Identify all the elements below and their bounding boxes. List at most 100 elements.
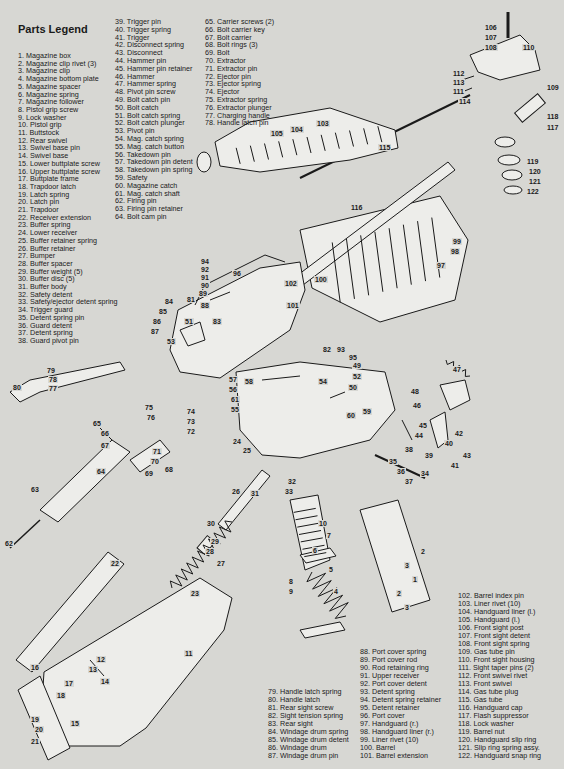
front-sight <box>462 12 540 92</box>
part-list-entry: 120. Handguard slip ring <box>458 736 536 743</box>
callout-number: 82 <box>322 346 332 353</box>
callout-number: 35 <box>388 458 398 465</box>
handguard-rib <box>265 144 269 160</box>
part-list-entry: 92. Port cover detent <box>360 680 427 687</box>
part-list-entry: 94. Detent spring retainer <box>360 696 441 703</box>
grip-rib <box>296 516 318 520</box>
callout-number: 50 <box>348 384 358 391</box>
callout-number: 36 <box>396 468 406 475</box>
callout-number: 28 <box>205 548 215 555</box>
part-list-entry: 91. Upper receiver <box>360 672 419 679</box>
callout-number: 102 <box>284 280 298 287</box>
part-list-entry: 115. Gas tube <box>458 696 503 703</box>
part-list-entry: 17. Buttplate frame <box>18 175 79 182</box>
part-list-entry: 110. Front sight housing <box>458 656 535 663</box>
callout-number: 11 <box>184 650 193 657</box>
callout-number: 69 <box>144 470 154 477</box>
callout-number: 119 <box>526 158 539 165</box>
part-list-entry: 95. Detent retainer <box>360 704 420 711</box>
grip-rib <box>301 538 323 542</box>
part-list-entry: 21. Trapdoor <box>18 206 59 213</box>
callout-number: 61 <box>230 396 240 403</box>
part-list-entry: 44. Hammer pin <box>115 57 166 64</box>
part-list-entry: 105. Handguard (l.) <box>458 616 520 623</box>
callout-number: 84 <box>164 298 174 305</box>
part-list-entry: 22. Receiver extension <box>18 214 91 221</box>
coil-spring <box>170 521 232 588</box>
callout-number: 9 <box>288 588 294 595</box>
callout-number: 99 <box>452 238 462 245</box>
callout-number: 12 <box>96 656 106 663</box>
part-list-entry: 14. Swivel base <box>18 152 68 159</box>
part-list-entry: 71. Extractor pin <box>205 65 257 72</box>
part-list-entry: 104. Handguard liner (l.) <box>458 608 536 615</box>
part-list-entry: 28. Buffer spacer <box>18 260 73 267</box>
callout-number: 107 <box>484 34 498 41</box>
callout-number: 46 <box>412 402 422 409</box>
buttstock <box>18 578 232 760</box>
part-list-entry: 24. Lower receiver <box>18 229 77 236</box>
part-list-entry: 117. Flash suppressor <box>458 712 529 719</box>
part-list-entry: 5. Magazine spacer <box>18 83 81 90</box>
callout-number: 42 <box>454 430 464 437</box>
part-list-entry: 12. Rear swivel <box>18 137 67 144</box>
callout-number: 66 <box>100 430 110 437</box>
handguard-rib <box>389 228 397 288</box>
callout-number: 58 <box>244 378 254 385</box>
front-sight <box>507 12 510 38</box>
barrel-nut <box>498 155 520 165</box>
charging-handle <box>10 362 125 402</box>
callout-number: 24 <box>232 438 242 445</box>
handguard-rib <box>321 135 325 151</box>
part-list-entry: 47. Hammer spring <box>115 80 176 87</box>
part-list-entry: 69. Bolt <box>205 49 229 56</box>
part-list-entry: 116. Handguard cap <box>458 704 523 711</box>
part-list-entry: 102. Barrel index pin <box>458 592 524 599</box>
part-list-entry: 32. Safety detent <box>18 291 72 298</box>
front-sight <box>470 35 540 80</box>
callout-number: 80 <box>12 384 22 391</box>
bolt-carrier-group <box>100 428 112 440</box>
part-list-entry: 67. Bolt carrier <box>205 34 252 41</box>
handguard-rib <box>279 141 283 157</box>
flash-suppressor <box>515 94 546 122</box>
upper-receiver <box>195 255 285 305</box>
callout-number: 52 <box>352 373 362 380</box>
callout-number: 76 <box>146 414 156 421</box>
part-list-entry: 43. Disconnect <box>115 49 163 56</box>
handguard-rib <box>236 126 440 302</box>
part-list-entry: 42. Disconnect spring <box>115 41 184 48</box>
upper-receiver <box>210 292 230 300</box>
handguard-rib <box>418 221 426 281</box>
callout-number: 20 <box>34 726 44 733</box>
handguard-rib <box>375 232 383 292</box>
callout-number: 75 <box>144 404 154 411</box>
callout-number: 37 <box>404 478 414 485</box>
part-list-entry: 79. Handle latch spring <box>268 688 342 695</box>
part-list-entry: 106. Front sight post <box>458 624 524 631</box>
part-list-entry: 84. Windage drum spring <box>268 728 348 735</box>
callout-number: 67 <box>100 442 110 449</box>
callout-number: 32 <box>287 478 297 485</box>
callout-number: 40 <box>444 440 454 447</box>
callout-number: 48 <box>410 388 420 395</box>
callout-number: 122 <box>526 188 540 195</box>
callout-number: 49 <box>352 362 362 369</box>
callout-number: 72 <box>186 428 196 435</box>
part-list-entry: 58. Takedown pin spring <box>115 166 192 173</box>
part-list-entry: 26. Buffer retainer <box>18 245 75 252</box>
upper-receiver <box>170 262 305 378</box>
part-list-entry: 87. Windage drum pin <box>268 752 338 759</box>
bolt-carrier-group <box>10 428 170 548</box>
callout-number: 83 <box>212 318 222 325</box>
callout-number: 64 <box>96 468 106 475</box>
callout-number: 19 <box>30 716 40 723</box>
part-list-entry: 97. Handguard (r.) <box>360 720 418 727</box>
part-list-entry: 98. Handguard liner (r.) <box>360 728 434 735</box>
part-list-entry: 89. Port cover rod <box>360 656 417 663</box>
callout-number: 2 <box>396 590 402 597</box>
part-list-entry: 38. Guard pivot pin <box>18 337 79 344</box>
part-list-entry: 111. Sight taper pins (2) <box>458 664 534 671</box>
callout-number: 105 <box>270 130 284 137</box>
callout-number: 63 <box>30 486 40 493</box>
